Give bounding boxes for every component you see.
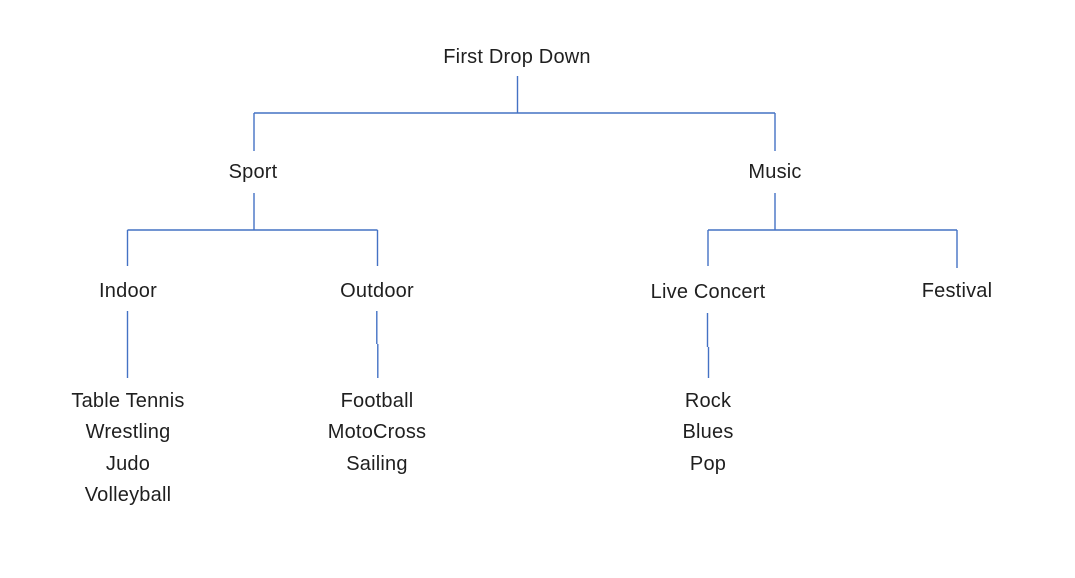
group-node-live-concert: Live Concert [650,281,766,303]
leaf-item: Wrestling [85,421,171,444]
leaf-list-live-concert: Rock Blues Pop [682,386,733,480]
leaf-list-indoor: Table Tennis Wrestling Judo Volleyball [71,386,184,512]
branch-node-sport: Sport [228,161,278,183]
leaf-item: Table Tennis [71,390,185,412]
leaf-item: Pop [689,452,727,475]
leaf-item: Rock [684,390,732,412]
leaf-item: Sailing [346,452,408,475]
group-node-festival: Festival [921,280,993,302]
leaf-item: Blues [682,421,734,444]
group-node-outdoor: Outdoor [340,280,414,302]
group-node-indoor: Indoor [99,280,157,302]
leaf-item: Volleyball [84,484,172,507]
leaf-item: Judo [105,452,151,475]
leaf-item: MotoCross [327,421,427,444]
branch-node-music: Music [748,161,802,183]
leaf-list-outdoor: Football MotoCross Sailing [328,386,427,480]
root-node-label: First Drop Down [443,46,591,68]
leaf-item: Football [340,390,414,412]
